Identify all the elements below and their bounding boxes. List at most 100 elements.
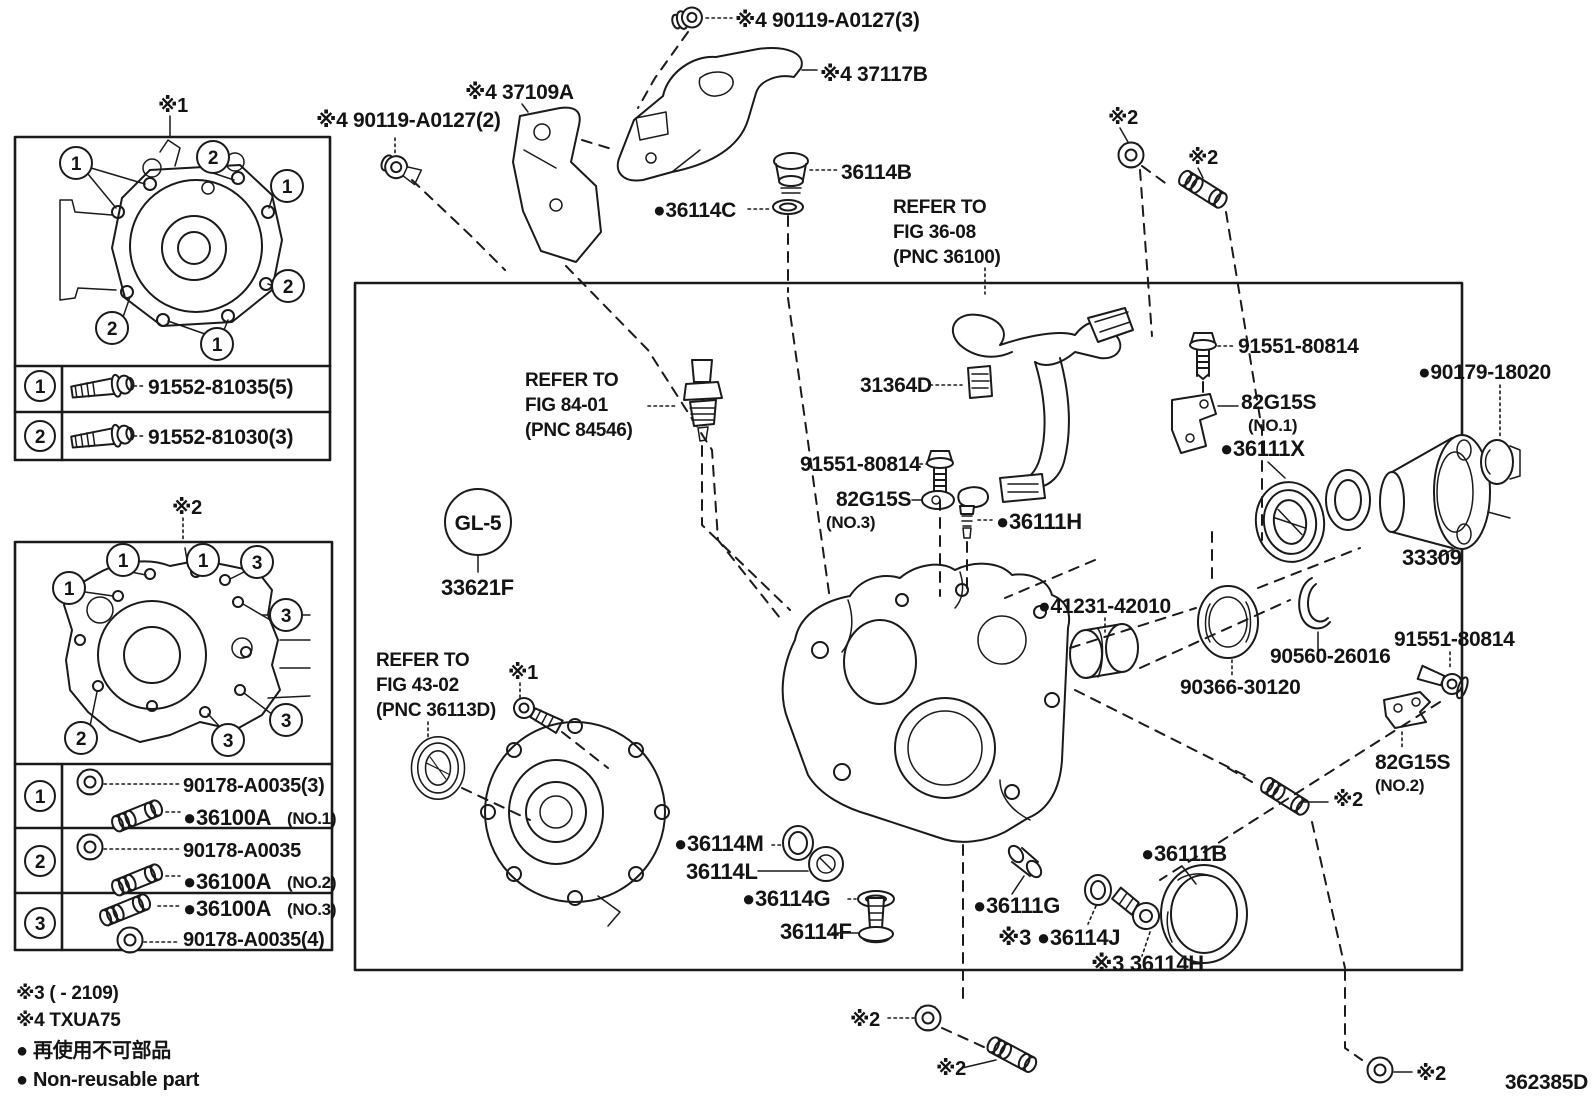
label-37109a: ※4 37109A	[465, 81, 574, 104]
label-90366: 90366-30120	[1180, 676, 1301, 699]
washers-82g15s-no3-drawing	[921, 486, 989, 510]
label-36111x: ●36111X	[1220, 436, 1305, 461]
label-36114f: 36114F	[780, 919, 852, 944]
label-82g15s-no2-suffix: (NO.2)	[1375, 776, 1424, 795]
label-82g15s-no3-suffix: (NO.3)	[826, 513, 875, 532]
stud-m2-box-icon	[1257, 774, 1313, 818]
marker-1-box1: ※1	[158, 95, 188, 117]
marker-2-box2: ※2	[172, 497, 202, 519]
breather-36111h-drawing	[959, 505, 975, 539]
refer-fig43-02-line2: FIG 43-02	[376, 675, 459, 696]
svg-text:●36100A: ●36100A	[183, 805, 272, 830]
refer-fig36-08-line3: (PNC 36100)	[893, 247, 1001, 268]
box2-callouts: 1 1 3 1 3 3 2 3	[52, 543, 303, 757]
legend-part: 91552-81035(5)	[148, 376, 293, 399]
box2-frame	[13, 540, 334, 952]
bolt-91551-c-icon	[1416, 664, 1469, 700]
box1-frame	[13, 135, 332, 462]
label-33309: 33309	[1402, 545, 1462, 570]
label-33621f: 33621F	[441, 575, 514, 600]
bolt-90119-a0127-2-icon	[380, 154, 423, 186]
svg-text:90178-A0035: 90178-A0035	[183, 840, 301, 862]
cap-36114b-drawing	[773, 152, 809, 194]
svg-text:1: 1	[212, 335, 223, 356]
spacer-41231-drawing	[1069, 623, 1139, 679]
plug-36114h-drawing	[1111, 886, 1160, 930]
box1-legend-row1: 1 91552-81035(5)	[24, 370, 294, 404]
svg-text:90178-A0035(3): 90178-A0035(3)	[183, 775, 324, 797]
box2-legend-row1: 1 90178-A0035(3) ●36100A (NO.1)	[24, 768, 337, 835]
svg-text:3: 3	[223, 731, 233, 752]
oring-36114j-drawing	[1084, 874, 1112, 906]
svg-text:1: 1	[35, 787, 46, 808]
label-41231: ●41231-42010	[1038, 595, 1171, 618]
svg-text:1: 1	[118, 551, 129, 572]
snapring-90560-drawing	[1298, 577, 1331, 630]
label-90560: 90560-26016	[1270, 645, 1391, 668]
marker-2-bottom-nut: ※2	[850, 1009, 880, 1031]
label-36114g: ●36114G	[742, 886, 830, 911]
svg-text:2: 2	[208, 148, 218, 169]
marker-2-topright-a: ※2	[1108, 107, 1138, 129]
label-36114l: 36114L	[686, 859, 758, 884]
svg-text:1: 1	[64, 579, 75, 600]
cap-90179-drawing	[1480, 439, 1521, 485]
box2-legend-row2: 2 90178-A0035 ●36100A (NO.2)	[24, 833, 337, 899]
label-91551-c: 91551-80814	[1394, 628, 1515, 651]
gasket-36114c-drawing	[772, 199, 804, 215]
nut-topright-icon	[1117, 141, 1145, 169]
sleeve-33309-drawing	[1379, 434, 1511, 550]
cover-plate-drawing	[480, 718, 670, 927]
label-91551-b: 91551-80814	[800, 453, 921, 476]
label-36111h: ●36111H	[996, 509, 1082, 534]
bracket-37117b-drawing	[616, 47, 803, 182]
svg-text:3: 3	[35, 914, 45, 935]
bracket-82g15s-no2-drawing	[1383, 691, 1431, 729]
label-36111g: ●36111G	[973, 893, 1060, 918]
refer-fig84-01-line3: (PNC 84546)	[525, 420, 633, 441]
oring-36114m-drawing	[782, 825, 814, 861]
svg-text:1: 1	[282, 177, 293, 198]
marker-2-bottom-stud: ※2	[936, 1058, 966, 1080]
plug-36114f-drawing	[858, 897, 894, 944]
label-37117b: ※4 37117B	[820, 63, 928, 86]
svg-text:3: 3	[252, 553, 262, 574]
svg-text:2: 2	[107, 319, 117, 340]
washer-33309-drawing	[1325, 469, 1371, 531]
seal-36111b-drawing	[1160, 864, 1248, 964]
svg-text:(NO.3): (NO.3)	[287, 900, 336, 919]
label-82g15s-no2: 82G15S	[1375, 751, 1451, 774]
sensor-84546-drawing	[683, 359, 723, 442]
svg-text:3: 3	[281, 606, 291, 627]
label-36114c: ●36114C	[653, 199, 736, 222]
label-90119-a0127-3: ※4 90119-A0127(3)	[735, 9, 920, 32]
label-90179-18020: ●90179-18020	[1418, 361, 1551, 384]
nut-bottomright-icon	[1366, 1056, 1394, 1084]
plug-36114l-drawing	[808, 846, 844, 882]
label-36111b: ●36111B	[1141, 841, 1227, 866]
marker-2-bottomright: ※2	[1416, 1063, 1446, 1085]
label-82g15s-no1-suffix: (NO.1)	[1248, 416, 1297, 435]
marker-1-bolt: ※1	[508, 662, 538, 684]
svg-text:1: 1	[71, 154, 82, 175]
svg-text:3: 3	[281, 711, 291, 732]
refer-fig36-08-line2: FIG 36-08	[893, 222, 976, 243]
svg-text:(NO.1): (NO.1)	[287, 809, 336, 828]
svg-text:1: 1	[35, 377, 46, 398]
label-31364d: 31364D	[860, 374, 932, 397]
svg-text:2: 2	[35, 852, 45, 873]
box1-callouts: 1 2 1 2 2 1	[59, 140, 305, 361]
box2-legend-row3: 3 ●36100A (NO.3) 90178-A0035(4)	[24, 891, 337, 954]
svg-text:90178-A0035(4): 90178-A0035(4)	[183, 929, 324, 951]
label-91551-a: 91551-80814	[1238, 335, 1359, 358]
svg-text:2: 2	[35, 427, 45, 448]
stud-topright-icon	[1175, 167, 1231, 211]
svg-text:●36100A: ●36100A	[183, 869, 272, 894]
box1-legend-row2: 2 91552-81030(3)	[24, 420, 294, 454]
marker-2-stud-box: ※2	[1333, 789, 1363, 811]
label-36114j: ※3 ●36114J	[998, 925, 1120, 950]
box1-pump-drawing	[59, 139, 283, 327]
stud-bottom-icon	[984, 1034, 1040, 1075]
svg-text:●36100A: ●36100A	[183, 896, 272, 921]
note-3: ※3 ( - 2109)	[16, 983, 119, 1004]
